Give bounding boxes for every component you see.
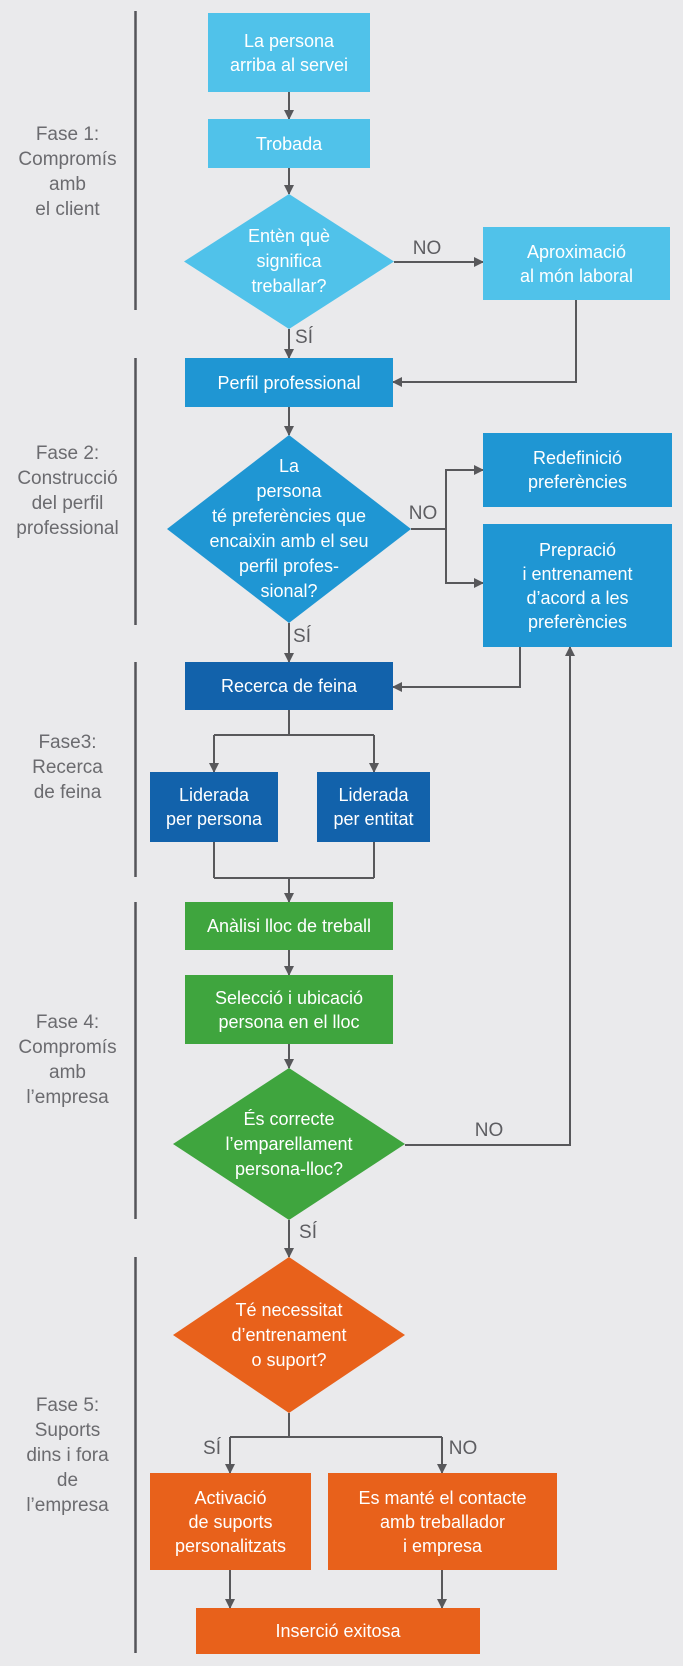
edge-label-si-2: SÍ	[293, 626, 311, 647]
edge-aproximacio-perfil	[392, 300, 577, 387]
edge-label-si-1: SÍ	[295, 327, 313, 348]
node-redefinicio-preferencies: Redefinició preferències	[483, 433, 672, 507]
phase-label-2: Fase 2: Construcció del perfil professio…	[16, 443, 119, 539]
node-recerca-de-feina: Recerca de feina	[185, 662, 393, 710]
edge-label-si-4: SÍ	[203, 1438, 221, 1459]
edge-prepracio-recerca	[392, 647, 521, 692]
phase-label-4: Fase 4: Compromís amb l’empresa	[18, 1012, 117, 1108]
node-mante-contacte: Es manté el contacte amb treballador i e…	[328, 1473, 557, 1570]
phase-label-1: Fase 1: Compromís amb el client	[18, 124, 117, 220]
phase-label-5: Fase 5: Suports dins i fora de l’empresa	[26, 1395, 109, 1516]
node-liderada-per-entitat: Liderada per entitat	[317, 772, 430, 842]
edge-label-no-2: NO	[408, 503, 438, 524]
edge-label-no-1: NO	[412, 238, 442, 259]
edge-label-no-4: NO	[448, 1438, 478, 1459]
edge-no-redefinicio	[411, 465, 484, 530]
edge-no-prepracio	[445, 529, 484, 588]
node-analisi-lloc-de-treball: Anàlisi lloc de treball	[185, 902, 393, 950]
node-la-persona-arriba-al-servei: La persona arriba al servei	[208, 13, 370, 92]
node-prepracio-entrenament: Prepració i entrenament d’acord a les pr…	[483, 524, 672, 647]
node-liderada-per-persona: Liderada per persona	[150, 772, 278, 842]
node-seleccio-ubicacio: Selecció i ubicació persona en el lloc	[185, 975, 393, 1044]
edge-label-si-3: SÍ	[299, 1222, 317, 1243]
node-insercio-exitosa: Inserció exitosa	[196, 1608, 480, 1654]
node-perfil-professional: Perfil professional	[185, 358, 393, 407]
edge-no-loop-prepracio	[405, 646, 575, 1146]
edge-label-no-3: NO	[474, 1120, 504, 1141]
node-aproximacio-mon-laboral: Aproximació al món laboral	[483, 227, 670, 300]
phase-label-3: Fase3: Recerca de feina	[32, 732, 103, 803]
node-trobada: Trobada	[208, 119, 370, 168]
node-activacio-suports: Activació de suports personalitzats	[150, 1473, 311, 1570]
flow-edges	[209, 92, 577, 1609]
